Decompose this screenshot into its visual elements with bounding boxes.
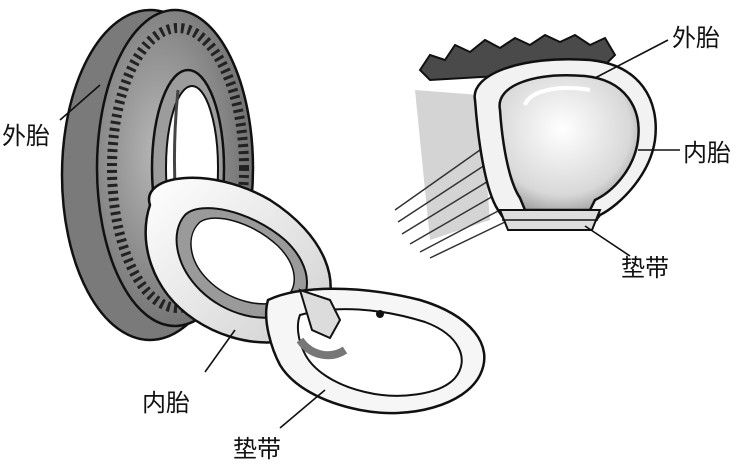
label-left-rim-strip: 垫带	[233, 435, 281, 463]
left-leader-lines	[59, 84, 326, 429]
label-left-inner-tube: 内胎	[142, 389, 190, 417]
label-right-inner-tube: 内胎	[683, 139, 731, 167]
label-right-outer-tire: 外胎	[672, 24, 720, 52]
right-leader-lines	[584, 39, 680, 257]
left-rim-strip	[264, 287, 486, 415]
right-cross-section	[394, 33, 657, 259]
label-left-outer-tire: 外胎	[2, 122, 50, 150]
label-right-rim-strip: 垫带	[621, 254, 669, 282]
